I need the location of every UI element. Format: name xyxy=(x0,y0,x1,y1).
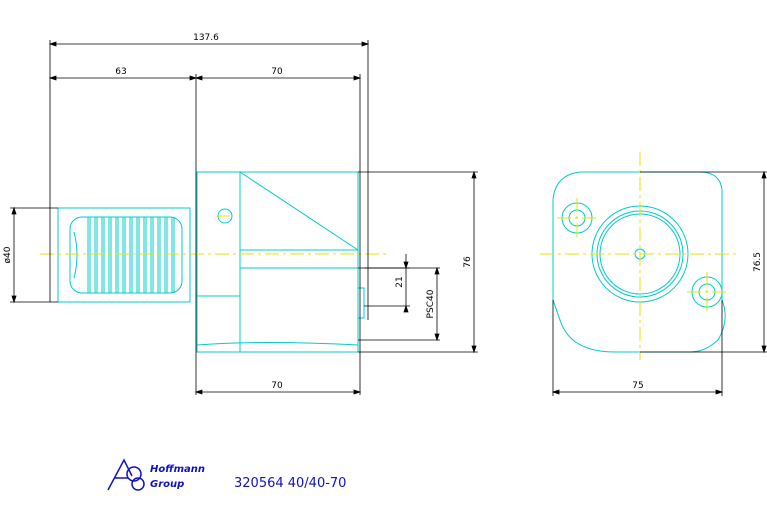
serration-pattern xyxy=(69,216,183,294)
dim-offset: 21 xyxy=(395,276,405,287)
body-chamfer xyxy=(239,171,359,251)
dim-body-length-top: 70 xyxy=(271,67,283,77)
tool-slot xyxy=(357,287,365,319)
logo-text-line2: Group xyxy=(150,479,184,490)
dim-overall-length: 137.6 xyxy=(193,33,219,43)
body-outline xyxy=(196,171,359,353)
dim-end-view-height: 76.5 xyxy=(753,252,763,272)
dim-psc-size: PSC40 xyxy=(426,289,436,318)
logo-text-line1: Hoffmann xyxy=(150,464,205,475)
part-number: 320564 40/40-70 xyxy=(234,476,346,491)
dimension-lines xyxy=(10,40,767,396)
dim-end-view-width: 75 xyxy=(632,381,643,391)
dim-shank-diameter: ø40 xyxy=(3,246,13,263)
dim-shank-length: 63 xyxy=(115,67,126,77)
dim-body-length-bottom: 70 xyxy=(271,381,283,391)
side-view xyxy=(57,171,365,353)
hoffmann-logo-icon xyxy=(107,458,145,491)
shank-outline xyxy=(57,207,191,303)
title-block: Hoffmann Group 320564 40/40-70 xyxy=(107,458,346,491)
centerlines xyxy=(40,152,740,360)
end-view-outline xyxy=(552,171,726,353)
dim-height: 76 xyxy=(463,256,473,268)
end-view xyxy=(552,171,726,353)
body-bottom-curve xyxy=(196,342,359,346)
